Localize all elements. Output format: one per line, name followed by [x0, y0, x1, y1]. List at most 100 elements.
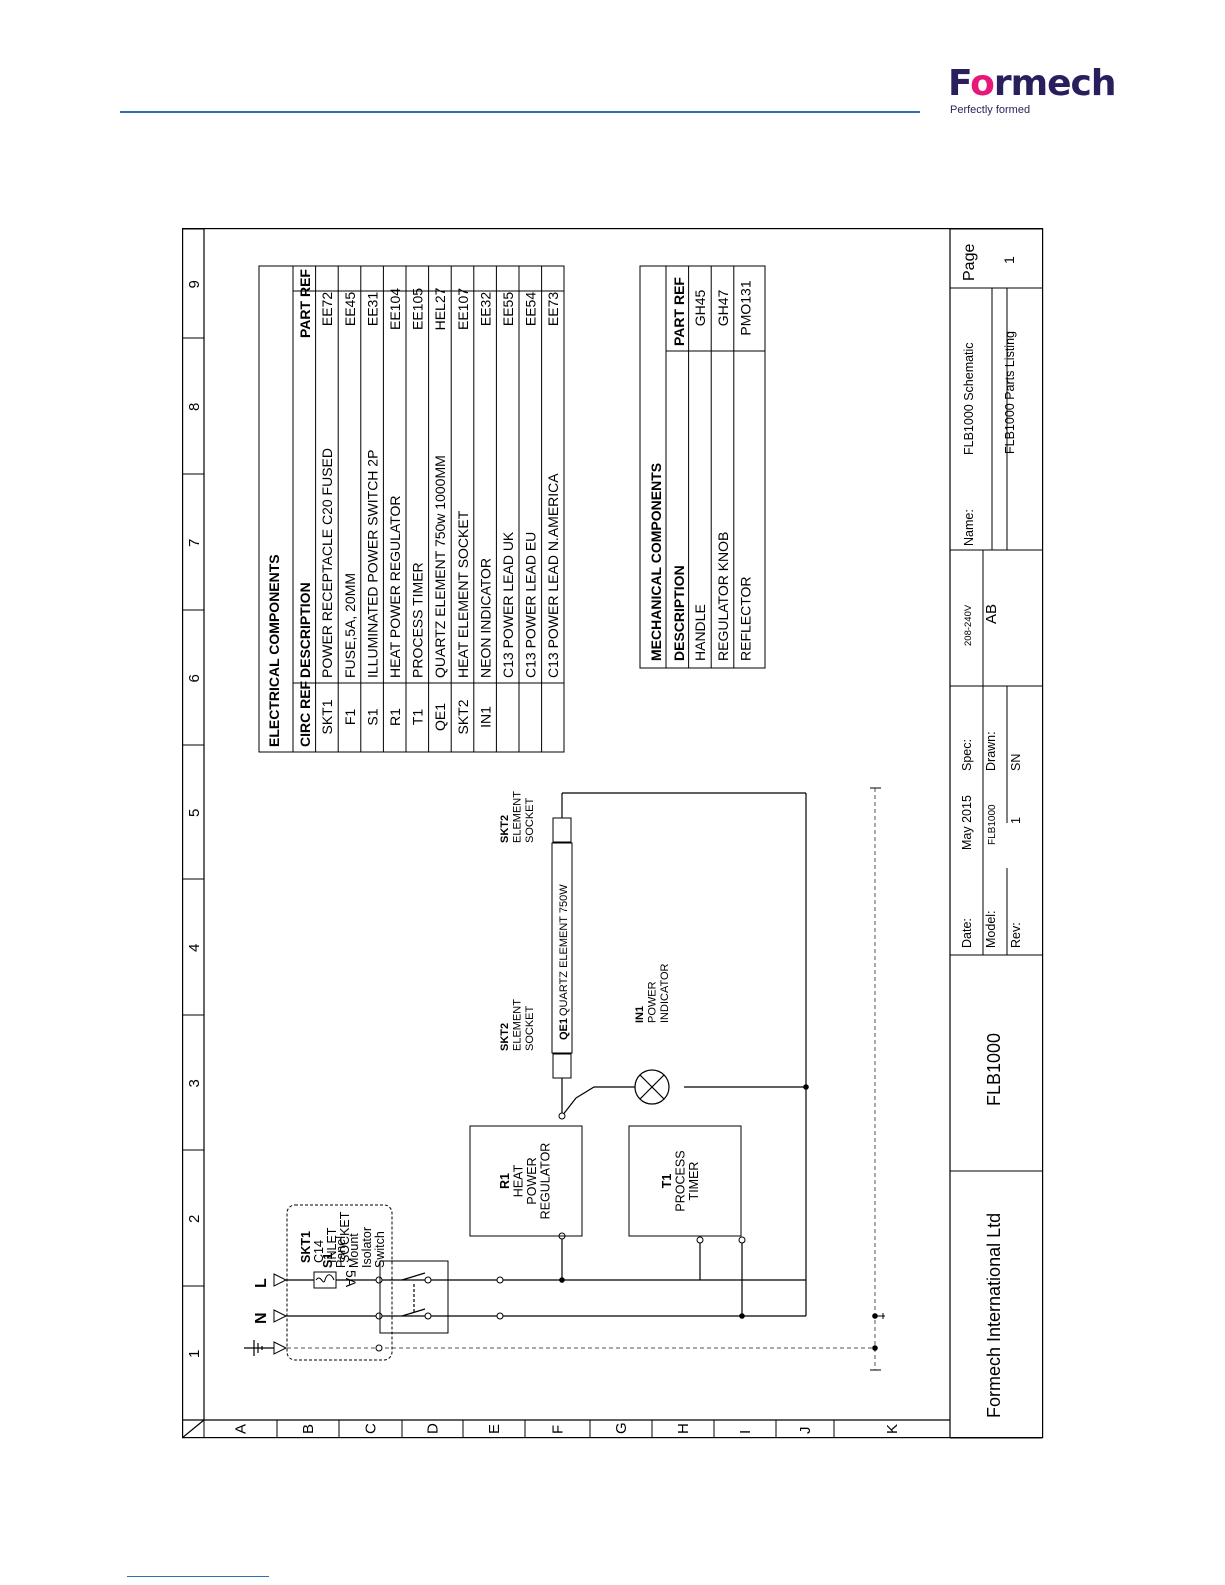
- row-marker: J: [797, 1427, 814, 1435]
- column-marker: 8: [186, 403, 203, 411]
- logo-wordmark: Formech: [948, 63, 1117, 104]
- row-marker: G: [613, 1422, 630, 1434]
- spec-label: Spec:: [960, 739, 974, 771]
- electrical-description-cell: NEON INDICATOR: [477, 558, 493, 678]
- s1-label-line: Switch: [373, 1231, 387, 1268]
- t1-label-line: TIMER: [687, 1162, 701, 1201]
- row-marker: F: [550, 1425, 567, 1434]
- electrical-part-ref-cell: EE107: [455, 288, 471, 330]
- mechanical-part-ref-cell: GH47: [715, 290, 731, 327]
- mechanical-table-frame: [639, 265, 766, 669]
- skt1-inlet-box: [286, 1204, 393, 1361]
- skt2-right-label-line: ELEMENT: [512, 791, 524, 843]
- r1-label-line: REGULATOR: [539, 1143, 553, 1220]
- electrical-table-frame: [258, 265, 565, 753]
- electrical-description-cell: PROCESS TIMER: [410, 562, 426, 678]
- skt2-socket-right: [552, 817, 572, 843]
- model-label: Model:: [984, 910, 998, 948]
- electrical-part-ref-cell: EE105: [410, 288, 426, 330]
- in1-label-line: IN1: [634, 1006, 646, 1023]
- s1-label-line: Mount: [347, 1233, 361, 1268]
- row-marker: D: [425, 1423, 442, 1434]
- column-marker: 5: [186, 809, 203, 817]
- row-marker: K: [884, 1424, 901, 1434]
- page-value: 1: [1001, 256, 1017, 264]
- name-value-schematic: FLB1000 Schematic: [962, 342, 976, 455]
- earth-ticks: [870, 787, 885, 1371]
- spec-value: 208-240V: [963, 604, 974, 646]
- electrical-description-cell: FUSE,5A, 20MM: [342, 573, 358, 678]
- sheet-frame: [182, 228, 1044, 1439]
- row-ticks: [203, 1420, 951, 1438]
- title-block: Formech International Ltd FLB1000: [984, 1033, 1004, 1418]
- s1-label-line: S1: [321, 1253, 335, 1268]
- electrical-header-part-ref: PART REF: [297, 269, 313, 338]
- column-marker: 3: [186, 1079, 203, 1087]
- electrical-description-cell: POWER RECEPTACLE C20 FUSED: [319, 448, 335, 678]
- row-marker: H: [675, 1423, 692, 1434]
- row-marker: C: [363, 1423, 380, 1434]
- column-marker: 9: [186, 280, 203, 288]
- s1-switch-box: [379, 1260, 449, 1334]
- mechanical-header-description: DESCRIPTION: [671, 565, 687, 661]
- qe1-label: QE1 QUARTZ ELEMENT 750W: [558, 884, 570, 1040]
- electrical-part-ref-cell: EE54: [523, 292, 539, 326]
- earth-symbol: [244, 1340, 274, 1356]
- skt2-socket-left: [552, 1053, 572, 1079]
- skt2-left-label-line: SOCKET: [524, 1005, 536, 1051]
- r1-label-line: HEAT: [512, 1164, 526, 1197]
- column-marker: 2: [186, 1215, 203, 1223]
- sn-label: SN: [1009, 754, 1023, 771]
- electrical-header-circ-ref: CIRC REF: [297, 680, 313, 747]
- date-value: May 2015: [960, 795, 974, 850]
- r1-label-line: POWER: [525, 1157, 539, 1204]
- date-label: Date:: [960, 918, 974, 948]
- qe1-description: QUARTZ ELEMENT 750W: [558, 884, 570, 1016]
- qe1-ref: QE1: [558, 1018, 570, 1040]
- s1-label-line: Isolator: [360, 1227, 374, 1268]
- electrical-part-ref-cell: EE32: [477, 292, 493, 326]
- earth-wiring: [280, 788, 876, 1370]
- in1-label-line: POWER: [647, 981, 659, 1023]
- electrical-description-cell: ILLUMINATED POWER SWITCH 2P: [364, 450, 380, 678]
- drawn-label: Drawn:: [984, 731, 998, 771]
- skt2-right-label-line: SOCKET: [524, 797, 536, 843]
- r1-label-line: R1: [498, 1173, 512, 1189]
- in1-label-line: INDICATOR: [659, 963, 671, 1023]
- company-name: Formech International Ltd: [984, 1213, 1004, 1418]
- fuse-f1-element: [315, 1274, 335, 1283]
- electrical-part-ref-cell: EE72: [319, 292, 335, 326]
- electrical-circ-ref-cell: S1: [364, 708, 380, 725]
- electrical-circ-ref-cell: SKT1: [319, 699, 335, 734]
- electrical-table-title: ELECTRICAL COMPONENTS: [266, 554, 282, 747]
- formech-logo: Formech Perfectly formed: [948, 64, 1117, 124]
- skt1-label-line: SKT1: [299, 1231, 313, 1263]
- terminals: [375, 1112, 746, 1352]
- rev-value: 1: [1009, 817, 1023, 824]
- line-label-N: N: [253, 1312, 270, 1324]
- name-label: Name:: [962, 509, 976, 546]
- mechanical-part-ref-cell: PMO131: [737, 280, 753, 335]
- t1-label-line: PROCESS: [674, 1150, 688, 1211]
- line-label-L: L: [253, 1278, 270, 1288]
- electrical-part-ref-cell: EE31: [364, 292, 380, 326]
- rev-label: Rev:: [1009, 922, 1023, 948]
- column-marker: 4: [186, 944, 203, 952]
- drawn-value: AB: [983, 604, 1000, 624]
- row-marker: A: [233, 1424, 250, 1434]
- footer-rule: [127, 1576, 269, 1577]
- r1-regulator-box: [469, 1125, 583, 1237]
- mechanical-description-cell: HANDLE: [692, 604, 708, 661]
- electrical-part-ref-cell: EE104: [387, 288, 403, 330]
- row-marker: B: [300, 1424, 317, 1434]
